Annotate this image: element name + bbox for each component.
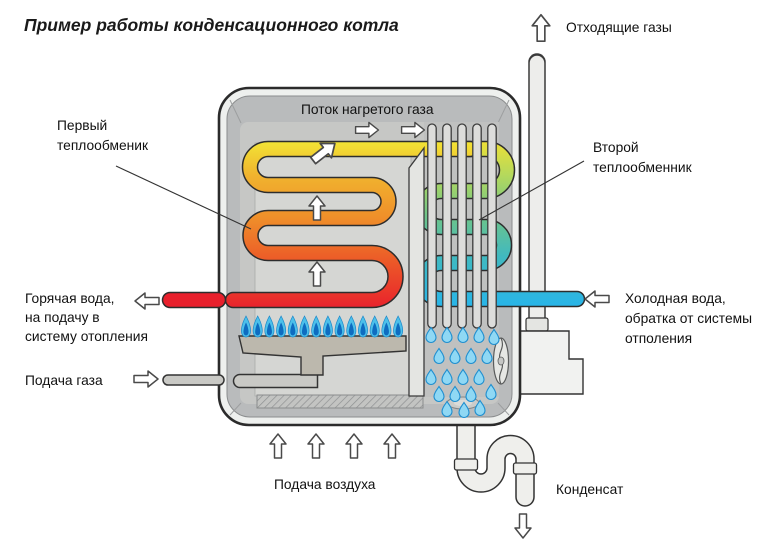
svg-text:отполения: отполения [625,331,692,346]
svg-text:теплообменик: теплообменик [57,138,149,153]
cold-water-pipe [416,142,584,306]
label-gas-supply: Подача газа [25,373,103,388]
air-arrow-up-2 [307,433,325,459]
svg-text:Первый: Первый [57,118,107,133]
label-air-supply: Подача воздуха [274,477,376,492]
air-arrow-up-3 [345,433,363,459]
exhaust-pipe [518,53,584,395]
exhaust-arrow-up [531,13,551,43]
svg-text:обратка от системы: обратка от системы [625,311,752,326]
label-exhaust-gases: Отходящие газы [566,20,672,35]
page-title: Пример работы конденсационного котла [24,15,399,35]
hot-water-arrow-left [134,292,160,310]
svg-text:систему отопления: систему отопления [25,329,148,344]
corner-bevels [229,99,510,416]
label-first-heat-exchanger: Первый теплообменик [57,118,149,153]
label-heated-gas-flow: Поток нагретого газа [301,102,434,117]
condensate-trap-pipe [453,410,538,507]
fan-icon [492,337,510,385]
leader-first-hx [115,165,252,230]
gas-supply-arrow-right [133,370,159,388]
exhaust-pipe-collar [525,317,549,332]
svg-text:Холодная вода,: Холодная вода, [625,291,726,306]
condensate-arrow-down [514,513,532,539]
svg-text:на подачу в: на подачу в [25,310,100,325]
first-heat-exchanger-coil [224,140,479,309]
svg-text:Второй: Второй [593,140,639,155]
cold-water-arrow-left [584,290,610,308]
flue-connection-box [518,330,584,395]
second-heat-exchanger-coil [414,140,586,308]
heat-exchanger-tubes [427,123,497,329]
leader-second-hx [478,160,585,221]
air-arrow-up-4 [383,433,401,459]
label-condensate: Конденсат [556,482,624,497]
label-cold-water: Холодная вода, обратка от системы отполе… [625,291,752,346]
label-hot-water: Горячая вода, на подачу в систему отопле… [25,291,148,344]
label-second-heat-exchanger: Второй теплообменник [593,140,693,175]
burner [238,335,407,376]
partition-wall [408,146,425,397]
air-arrow-up-1 [269,433,287,459]
svg-text:Горячая вода,: Горячая вода, [25,291,114,306]
bottom-grille [256,394,424,409]
svg-text:теплообменник: теплообменник [593,160,693,175]
